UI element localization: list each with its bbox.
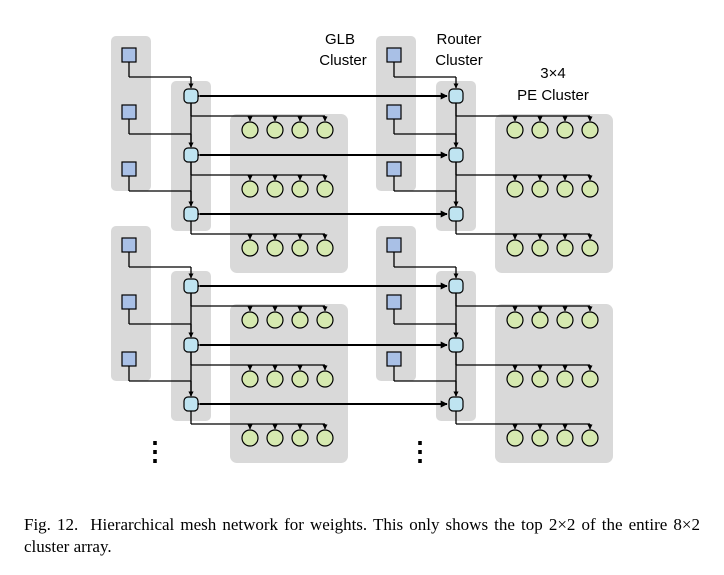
- caption-text: Hierarchical mesh network for weights. T…: [24, 515, 700, 556]
- pe-node-r0c1-1-0: [506, 180, 524, 198]
- router-node-r0c0-0: [183, 88, 199, 104]
- pe-node-r0c0-2-0: [241, 239, 259, 257]
- pe-node-r0c1-1-3: [581, 180, 599, 198]
- pe-node-r0c1-2-3: [581, 239, 599, 257]
- pe-node-r1c0-1-0: [241, 370, 259, 388]
- pe-node-r0c1-0-1: [531, 121, 549, 139]
- router-node-r0c1-2: [448, 206, 464, 222]
- router-node-r0c0-1: [183, 147, 199, 163]
- pe-node-r1c1-2-3: [581, 429, 599, 447]
- glb-node-r1c1-0: [386, 237, 402, 253]
- pe-node-r0c0-0-0: [241, 121, 259, 139]
- pe-node-r0c0-2-2: [291, 239, 309, 257]
- glb-node-r0c1-0: [386, 47, 402, 63]
- glb-node-r1c0-1: [121, 294, 137, 310]
- pe-node-r1c0-2-2: [291, 429, 309, 447]
- pe-cluster-bg-r1c1: [495, 304, 613, 463]
- router-cluster-label-line1: Router: [436, 31, 481, 48]
- ellipsis-right: ⋮: [407, 436, 433, 466]
- pe-node-r1c0-1-2: [291, 370, 309, 388]
- router-node-r1c0-2: [183, 396, 199, 412]
- glb-node-r0c0-1: [121, 104, 137, 120]
- pe-node-r1c1-1-0: [506, 370, 524, 388]
- pe-node-r1c1-2-0: [506, 429, 524, 447]
- pe-node-r0c1-1-1: [531, 180, 549, 198]
- pe-node-r1c0-0-3: [316, 311, 334, 329]
- router-cluster-label-line2: Cluster: [435, 52, 483, 69]
- pe-node-r0c1-0-0: [506, 121, 524, 139]
- pe-node-r1c0-2-0: [241, 429, 259, 447]
- pe-node-r0c0-0-3: [316, 121, 334, 139]
- pe-node-r0c0-2-1: [266, 239, 284, 257]
- glb-node-r1c0-2: [121, 351, 137, 367]
- pe-node-r0c0-1-2: [291, 180, 309, 198]
- mesh-network-diagram: GLB Cluster Router Cluster 3×4 PE Cluste…: [111, 31, 613, 466]
- pe-node-r0c0-1-3: [316, 180, 334, 198]
- pe-node-r1c1-1-1: [531, 370, 549, 388]
- router-node-r0c0-2: [183, 206, 199, 222]
- pe-node-r1c0-0-2: [291, 311, 309, 329]
- pe-node-r1c1-2-2: [556, 429, 574, 447]
- pe-node-r1c0-2-3: [316, 429, 334, 447]
- pe-node-r1c0-1-3: [316, 370, 334, 388]
- pe-node-r0c1-2-1: [531, 239, 549, 257]
- router-node-r0c1-1: [448, 147, 464, 163]
- pe-node-r0c1-1-2: [556, 180, 574, 198]
- pe-node-r1c0-0-1: [266, 311, 284, 329]
- ellipsis-left: ⋮: [142, 436, 168, 466]
- glb-node-r0c0-0: [121, 47, 137, 63]
- pe-node-r1c1-0-1: [531, 311, 549, 329]
- glb-node-r0c1-2: [386, 161, 402, 177]
- pe-node-r1c1-1-2: [556, 370, 574, 388]
- router-node-r0c1-0: [448, 88, 464, 104]
- pe-node-r0c0-0-1: [266, 121, 284, 139]
- figure-number: Fig. 12.: [24, 515, 79, 534]
- pe-node-r1c0-0-0: [241, 311, 259, 329]
- pe-node-r0c0-0-2: [291, 121, 309, 139]
- pe-node-r0c0-1-0: [241, 180, 259, 198]
- pe-node-r0c0-1-1: [266, 180, 284, 198]
- pe-cluster-label-line1: 3×4: [540, 65, 565, 82]
- pe-node-r0c1-0-2: [556, 121, 574, 139]
- pe-node-r1c0-2-1: [266, 429, 284, 447]
- pe-node-r0c1-2-0: [506, 239, 524, 257]
- glb-node-r0c1-1: [386, 104, 402, 120]
- glb-cluster-label-line2: Cluster: [319, 52, 367, 69]
- pe-node-r1c1-0-0: [506, 311, 524, 329]
- pe-cluster-label-line2: PE Cluster: [517, 87, 589, 104]
- router-node-r1c1-0: [448, 278, 464, 294]
- pe-node-r1c1-0-3: [581, 311, 599, 329]
- glb-node-r1c0-0: [121, 237, 137, 253]
- router-node-r1c0-0: [183, 278, 199, 294]
- pe-node-r1c0-1-1: [266, 370, 284, 388]
- figure-caption: Fig. 12.Hierarchical mesh network for we…: [24, 514, 700, 558]
- pe-node-r0c1-0-3: [581, 121, 599, 139]
- glb-node-r0c0-2: [121, 161, 137, 177]
- glb-cluster-label-line1: GLB: [325, 31, 355, 48]
- glb-node-r1c1-2: [386, 351, 402, 367]
- router-node-r1c0-1: [183, 337, 199, 353]
- router-node-r1c1-1: [448, 337, 464, 353]
- glb-node-r1c1-1: [386, 294, 402, 310]
- pe-node-r1c1-1-3: [581, 370, 599, 388]
- pe-node-r0c1-2-2: [556, 239, 574, 257]
- pe-cluster-bg-r0c1: [495, 114, 613, 273]
- router-node-r1c1-2: [448, 396, 464, 412]
- pe-node-r1c1-2-1: [531, 429, 549, 447]
- pe-node-r0c0-2-3: [316, 239, 334, 257]
- pe-node-r1c1-0-2: [556, 311, 574, 329]
